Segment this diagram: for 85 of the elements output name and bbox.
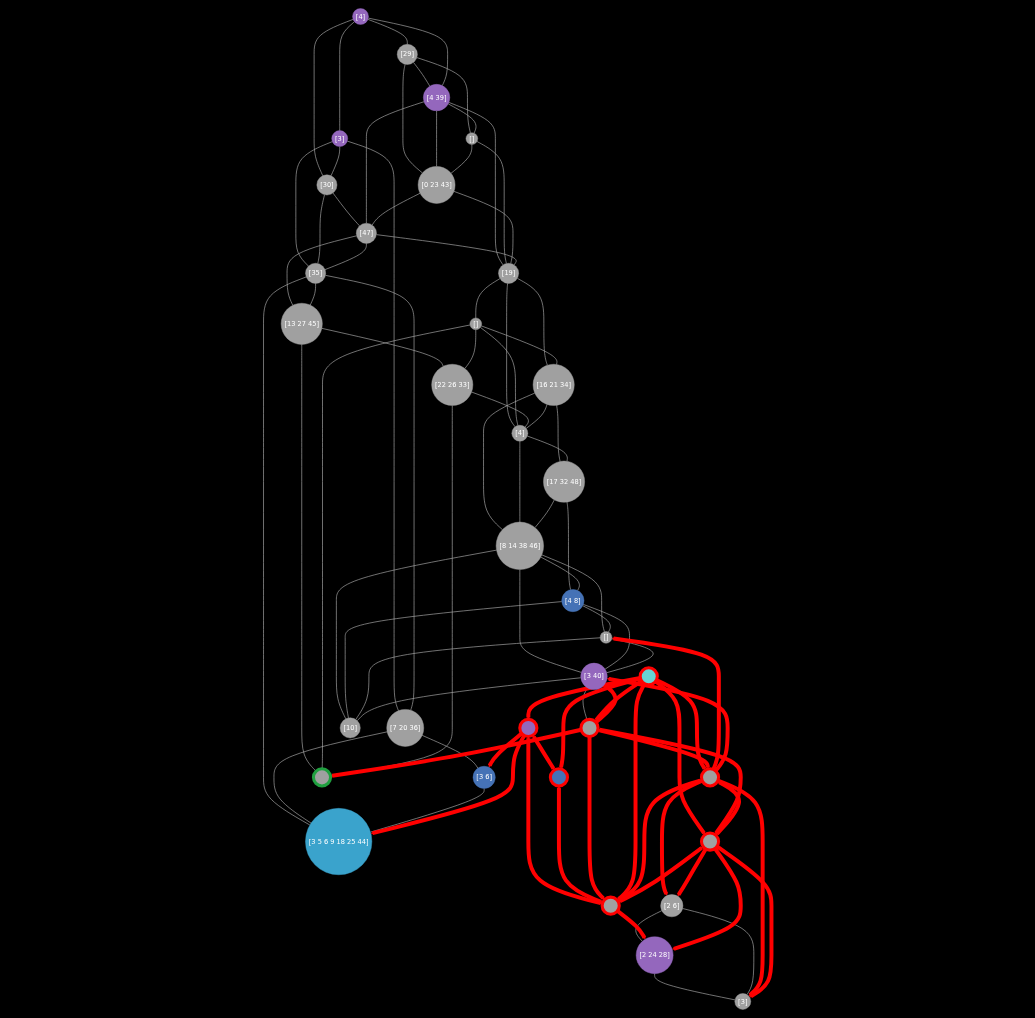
connector	[566, 501, 571, 590]
connector	[321, 328, 444, 367]
connector	[356, 677, 582, 721]
arrow	[606, 676, 730, 773]
arrow	[717, 778, 765, 997]
connector	[519, 569, 582, 673]
connector	[263, 276, 311, 826]
connector	[475, 278, 501, 319]
connector	[324, 243, 367, 270]
connector	[371, 192, 421, 226]
connector	[402, 63, 423, 174]
connector	[339, 21, 355, 131]
connector	[480, 325, 558, 365]
arrow	[660, 779, 703, 896]
connector	[416, 57, 471, 134]
node-circle	[638, 666, 659, 687]
node-circle	[311, 767, 333, 788]
connector	[368, 17, 448, 86]
connector	[376, 234, 517, 266]
connector	[367, 19, 408, 45]
node-circle	[579, 717, 600, 738]
node-circle	[548, 767, 569, 788]
connector	[483, 392, 536, 531]
arrow	[556, 785, 603, 904]
arrow	[715, 844, 774, 998]
connector	[344, 601, 563, 719]
arrow	[526, 676, 641, 720]
arrow	[715, 780, 742, 836]
arrow	[587, 736, 605, 900]
connector	[519, 440, 521, 523]
connector	[366, 101, 425, 224]
arrow	[526, 736, 603, 906]
connector	[654, 973, 736, 1001]
arrow	[616, 909, 647, 940]
connector	[541, 554, 605, 633]
connector	[317, 194, 325, 264]
arrow	[370, 734, 526, 836]
connector	[325, 275, 415, 711]
connector	[336, 549, 497, 720]
connector	[286, 235, 357, 306]
connector	[682, 908, 755, 995]
connector	[534, 499, 555, 528]
connector	[582, 604, 630, 670]
node-circle	[699, 831, 721, 852]
connector	[471, 391, 529, 428]
arrow	[532, 735, 556, 771]
connector	[448, 102, 504, 266]
node-circle	[600, 895, 621, 916]
connector	[476, 141, 507, 264]
connector	[464, 329, 477, 369]
connector	[517, 277, 548, 366]
arrow	[611, 636, 721, 771]
connector	[582, 605, 611, 633]
arrow	[594, 679, 643, 722]
connector	[370, 788, 485, 833]
connector	[527, 435, 568, 462]
connector	[413, 62, 431, 87]
connector	[606, 638, 654, 674]
connector	[447, 103, 477, 134]
connector	[525, 404, 548, 429]
connector	[309, 283, 316, 306]
connector	[301, 344, 317, 772]
connector	[330, 146, 341, 177]
arrow	[654, 679, 706, 835]
node-circle	[699, 767, 721, 788]
connector	[436, 110, 437, 167]
connector	[355, 637, 601, 720]
arrow	[676, 847, 708, 897]
connector	[273, 731, 388, 824]
node-circle	[518, 717, 539, 738]
connector	[313, 19, 354, 177]
connector	[295, 141, 333, 267]
connector	[332, 192, 360, 227]
connector	[453, 191, 514, 264]
connector	[450, 144, 473, 174]
arrow	[672, 847, 743, 951]
connector	[556, 404, 561, 462]
connector	[421, 735, 479, 769]
arrow	[597, 727, 743, 835]
connector	[506, 283, 516, 428]
arrow	[487, 731, 524, 768]
connector	[346, 140, 399, 712]
connector	[635, 910, 663, 942]
connector	[480, 327, 519, 426]
connector	[540, 556, 580, 591]
